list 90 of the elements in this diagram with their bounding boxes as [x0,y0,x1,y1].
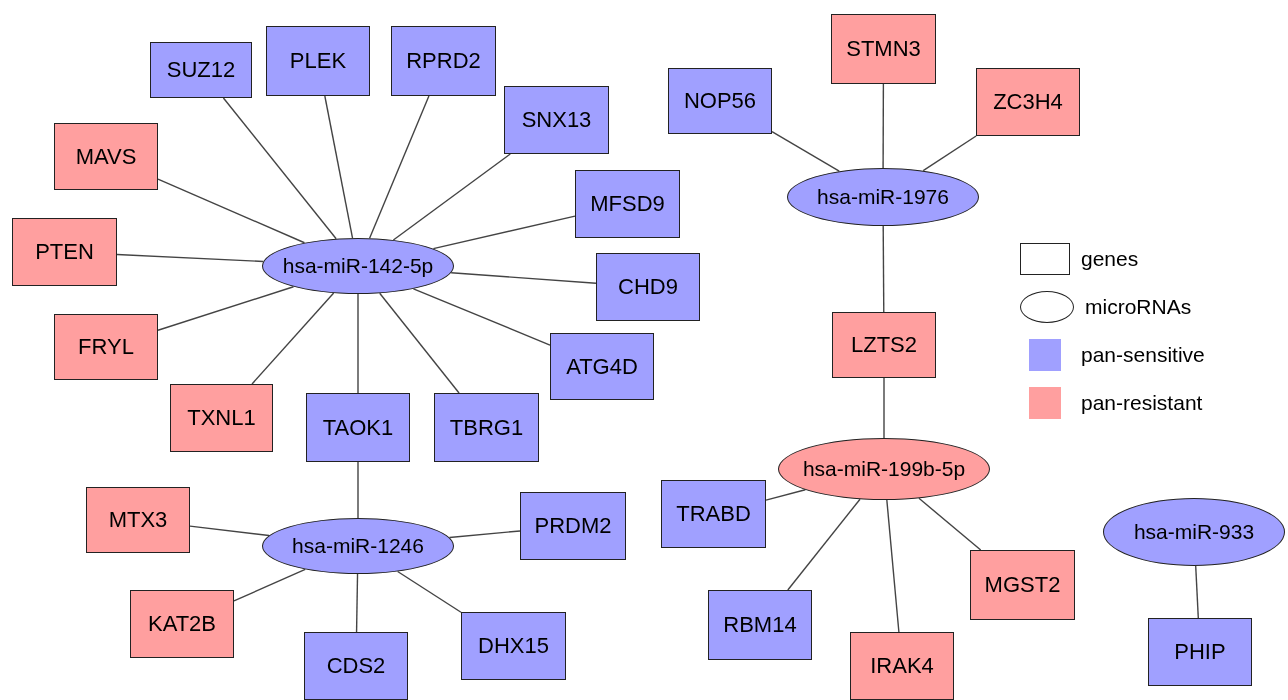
gene-box [54,314,158,380]
gene-box [970,550,1075,620]
node-label: MAVS [75,143,137,170]
connector-line [116,253,264,263]
connector-line [771,130,840,172]
connector-line [886,499,900,633]
gene-box [832,312,936,378]
connector-line [787,498,861,591]
gene-box [266,26,370,96]
node-label: PHIP [1174,639,1226,665]
gene-box [304,632,408,700]
node-label: ATG4D [566,353,638,380]
gene-box [150,42,252,98]
gene-box [976,68,1080,136]
connector-line [883,377,885,439]
node-label: MGST2 [984,572,1061,598]
connector-line [357,293,359,394]
gene-box [170,384,273,452]
connector-line [432,215,576,250]
gene-box [54,123,158,190]
connector-line [765,489,806,501]
legend-label: microRNAs [1085,295,1192,319]
node-label: KAT2B [147,611,217,637]
gene-box [668,68,772,134]
connector-line [396,570,462,613]
connector-line [324,95,354,239]
connector-line [1195,565,1199,619]
gene-box [596,253,700,321]
gene-box [661,480,766,548]
connector-line [412,288,551,346]
legend-label: pan-sensitive [1081,343,1205,367]
node-label: LZTS2 [851,332,917,358]
node-label: PLEK [289,48,347,74]
gene-box [306,393,410,462]
connector-line [379,292,460,394]
node-label: CDS2 [326,653,386,679]
node-label: STMN3 [846,36,921,62]
node-label: NOP56 [683,88,757,114]
gene-box [86,487,190,553]
node-label: ZC3H4 [993,89,1063,115]
node-label: hsa-miR-1246 [292,534,424,558]
node-label: RBM14 [723,612,797,638]
node-label: TBRG1 [449,414,524,441]
node-label: CHD9 [618,274,678,300]
node-label: DHX15 [478,633,549,659]
gene-box [831,14,936,84]
connector-line [882,225,885,313]
connector-line [922,135,977,172]
gene-box [850,632,954,700]
gene-box [130,590,234,658]
gene-box [12,218,117,286]
legend-label: pan-resistant [1081,391,1203,415]
node-label: TRABD [676,501,751,527]
gene-box [550,333,654,400]
node-label: SUZ12 [166,57,236,83]
node-label: PTEN [35,239,94,265]
gene-box [504,86,609,154]
gene-box [575,170,680,238]
connector-line [355,573,359,633]
legend-label: genes [1081,247,1139,271]
connector-line [450,272,597,284]
node-label: hsa-miR-199b-5p [802,457,966,481]
node-label: FRYL [78,334,134,360]
gene-box [1148,618,1252,686]
connector-line [233,568,306,602]
node-label: TAOK1 [322,414,394,441]
connector-line [251,292,335,385]
node-label: PRDM2 [534,513,612,539]
connector-line [157,286,295,331]
connector-line [357,461,359,519]
gene-box [461,612,566,680]
node-label: RPRD2 [406,48,481,74]
node-label: MTX3 [108,507,168,533]
gene-box [434,393,539,462]
node-label: TXNL1 [187,405,256,431]
gene-box [520,492,626,560]
connector-line [448,530,521,539]
node-label: hsa-miR-1976 [817,185,949,209]
connector-line [882,83,885,169]
node-label: hsa-miR-933 [1133,520,1255,544]
connector-line [189,525,270,537]
node-label: MFSD9 [590,191,665,217]
node-label: SNX13 [521,107,592,133]
gene-box [708,590,812,660]
gene-box [391,26,496,96]
connector-line [157,178,306,244]
node-label: hsa-miR-142-5p [282,254,434,278]
connector-line [222,97,337,240]
node-label: IRAK4 [870,653,934,679]
connector-line [368,95,430,239]
